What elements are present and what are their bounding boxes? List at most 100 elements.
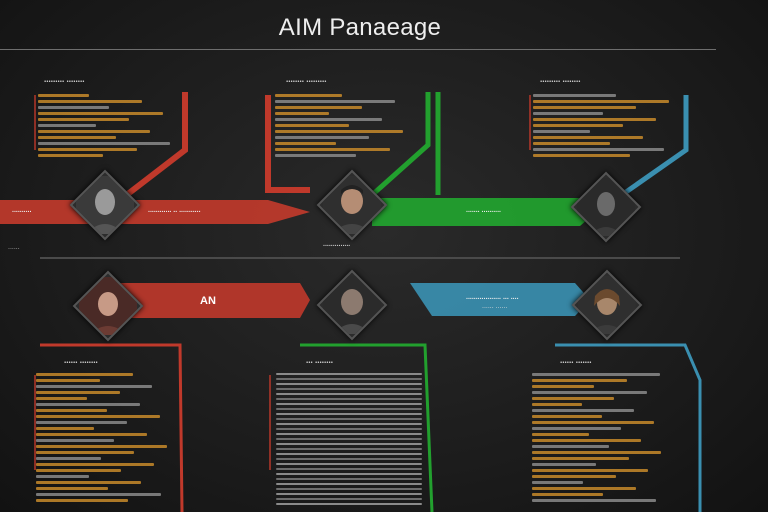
text-line [36, 385, 152, 388]
text-line [532, 385, 594, 388]
text-line [532, 379, 627, 382]
text-line [533, 94, 616, 97]
text-line [533, 100, 669, 103]
text-line [532, 415, 602, 418]
text-line [532, 409, 634, 412]
text-line [276, 453, 422, 455]
text-line [38, 100, 142, 103]
text-line [533, 142, 610, 145]
section-divider [40, 257, 680, 259]
text-line [276, 393, 422, 395]
text-line [36, 499, 128, 502]
text-line [532, 391, 647, 394]
text-line [38, 124, 96, 127]
text-line [276, 418, 422, 420]
text-line [533, 148, 664, 151]
text-line [36, 397, 87, 400]
text-line [532, 373, 660, 376]
text-line [36, 433, 147, 436]
text-line [36, 403, 140, 406]
mid-red-arrow-label: AN [200, 295, 216, 307]
text-line [36, 415, 160, 418]
text-line [38, 142, 170, 145]
text-line [532, 427, 621, 430]
text-line [276, 408, 422, 410]
text-line [276, 473, 422, 475]
text-line [276, 433, 422, 435]
text-line [532, 457, 629, 460]
text-line [38, 118, 129, 121]
text-line [532, 397, 614, 400]
text-line [532, 439, 641, 442]
text-line [276, 443, 422, 445]
text-line [276, 398, 422, 400]
text-line [275, 130, 403, 133]
text-line [275, 142, 336, 145]
text-line [36, 457, 101, 460]
text-line [38, 94, 89, 97]
text-line [533, 118, 656, 121]
text-line [532, 463, 596, 466]
text-line [36, 493, 161, 496]
text-line [276, 468, 422, 470]
text-line [276, 413, 422, 415]
text-line [38, 136, 116, 139]
text-line [36, 439, 114, 442]
text-line [532, 499, 656, 502]
text-line [276, 483, 422, 485]
left-arrow-label: .......... [12, 207, 32, 214]
text-block-top-2 [275, 94, 420, 162]
red-arrow-label: ............ .. ........... [148, 207, 201, 214]
text-line [36, 469, 121, 472]
text-line [532, 469, 648, 472]
text-line [533, 130, 590, 133]
text-line [36, 373, 133, 376]
text-line [275, 154, 356, 157]
text-line [36, 391, 120, 394]
column-heading-2: ........ ......... [286, 74, 327, 84]
text-line [276, 438, 422, 440]
text-line [532, 475, 616, 478]
text-line [275, 118, 382, 121]
text-line [36, 379, 100, 382]
text-line [275, 106, 362, 109]
text-line [532, 433, 589, 436]
center-person-name: .............. [323, 241, 351, 248]
text-block-top-3 [533, 94, 678, 162]
text-line [36, 481, 141, 484]
text-line [276, 498, 422, 500]
text-block-bottom-3 [532, 373, 674, 508]
left-caption: ...... [8, 244, 20, 251]
text-line [276, 488, 422, 490]
text-line [275, 100, 395, 103]
text-line [533, 112, 603, 115]
text-line [275, 94, 342, 97]
text-line [532, 445, 609, 448]
green-arrow-label: ....... .......... [466, 207, 502, 214]
text-line [532, 451, 661, 454]
text-line [276, 428, 422, 430]
text-line [276, 478, 422, 480]
text-line [532, 403, 582, 406]
text-line [276, 423, 422, 425]
text-line [275, 148, 390, 151]
text-line [275, 112, 329, 115]
text-line [532, 487, 636, 490]
text-line [276, 458, 422, 460]
text-line [38, 154, 103, 157]
text-line [36, 475, 89, 478]
text-line [36, 451, 134, 454]
text-line [276, 383, 422, 385]
text-block-bottom-2 [276, 373, 422, 508]
text-line [36, 445, 167, 448]
text-line [275, 136, 369, 139]
text-line [38, 148, 137, 151]
text-line [532, 493, 603, 496]
text-block-top-1 [38, 94, 183, 162]
text-line [276, 493, 422, 495]
bottom-heading-2: ... ........ [306, 355, 333, 365]
title-divider [0, 49, 716, 50]
text-line [276, 463, 422, 465]
blue-arrow-label: .................. ... .... [466, 294, 519, 301]
